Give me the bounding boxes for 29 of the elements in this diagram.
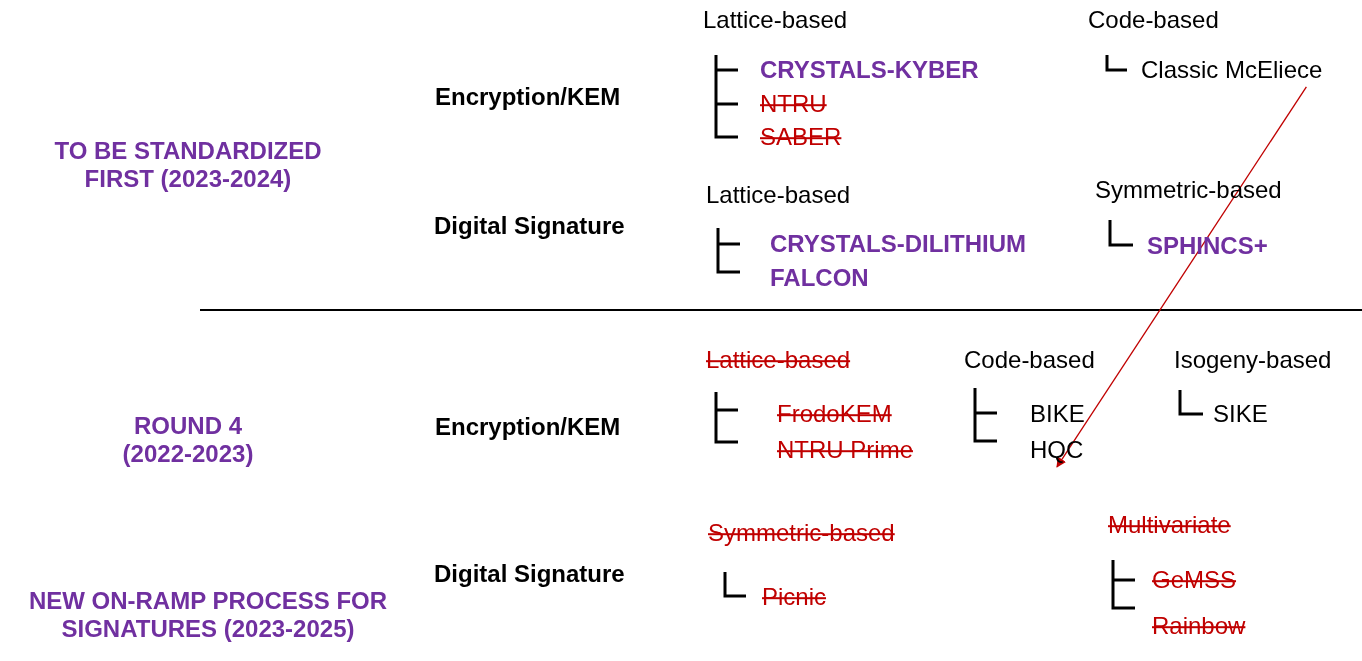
group-heading: Multivariate <box>1108 511 1231 539</box>
algorithm-name: Picnic <box>762 583 827 611</box>
algorithm-name: SIKE <box>1213 400 1268 428</box>
algorithm-name: Classic McEliece <box>1141 56 1323 84</box>
category-label: Digital Signature <box>434 560 625 588</box>
section-heading: NEW ON-RAMP PROCESS FOR SIGNATURES (2023-2025) <box>27 587 389 643</box>
category-label: Digital Signature <box>434 212 625 240</box>
group-heading: Lattice-based <box>703 6 848 34</box>
algorithm-name: CRYSTALS-DILITHIUM <box>770 230 1026 258</box>
algorithm-name: SABER <box>760 123 842 151</box>
algorithm-name: FrodoKEM <box>777 400 892 428</box>
algorithm-name: CRYSTALS-KYBER <box>760 56 979 84</box>
algorithm-name: FALCON <box>770 264 869 292</box>
arrow <box>1056 86 1308 468</box>
algorithm-name: GeMSS <box>1152 566 1237 594</box>
section-heading: TO BE STANDARDIZED FIRST (2023-2024) <box>53 137 323 193</box>
category-label: Encryption/KEM <box>435 83 621 111</box>
group-heading: Lattice-based <box>706 346 851 374</box>
algorithm-name: Rainbow <box>1152 612 1246 640</box>
section-heading: ROUND 4 (2022-2023) <box>121 412 255 468</box>
group-heading: Code-based <box>1088 6 1219 34</box>
group-heading: Isogeny-based <box>1174 346 1332 374</box>
group-heading: Lattice-based <box>706 181 851 209</box>
group-heading: Code-based <box>964 346 1095 374</box>
algorithm-name: NTRU Prime <box>777 436 913 464</box>
algorithm-name: NTRU <box>760 90 827 118</box>
algorithm-name: BIKE <box>1030 400 1085 428</box>
group-heading: Symmetric-based <box>708 519 895 547</box>
category-label: Encryption/KEM <box>435 413 621 441</box>
